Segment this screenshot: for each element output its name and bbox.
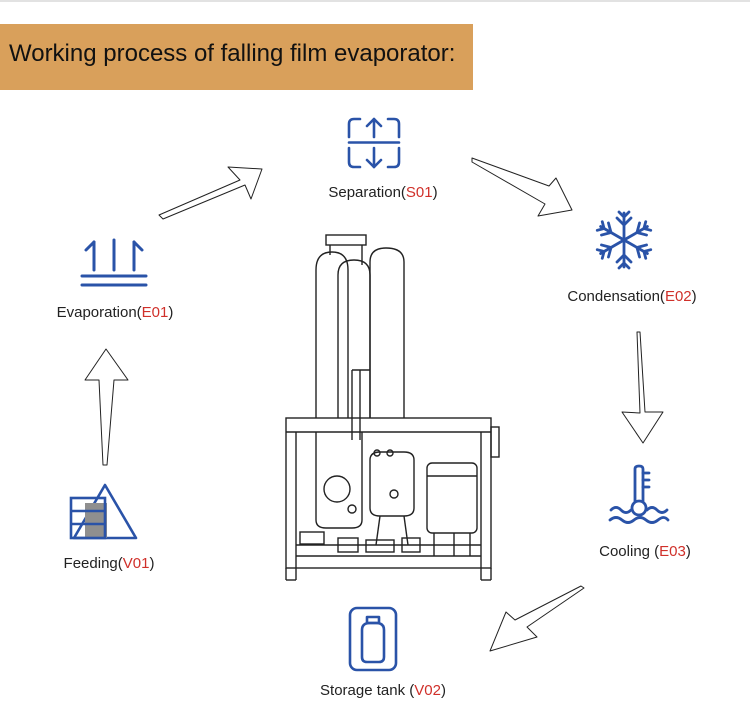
snowflake-icon bbox=[594, 210, 654, 270]
evaporator-machine-illustration bbox=[285, 234, 500, 581]
evaporation-icon bbox=[80, 238, 148, 287]
flow-arrow-cooling-to-storage bbox=[489, 585, 585, 652]
condensation-code: E02 bbox=[664, 288, 692, 305]
storage-tank-code: V02 bbox=[414, 682, 441, 699]
flow-arrow-separation-to-condensation bbox=[471, 157, 573, 217]
separation-label: Separation(S01) bbox=[328, 184, 438, 201]
feeding-code: V01 bbox=[122, 555, 150, 572]
title-banner: Working process of falling film evaporat… bbox=[0, 24, 473, 90]
feeding-icon bbox=[69, 483, 138, 540]
flow-arrow-evaporation-to-separation bbox=[158, 166, 263, 220]
flow-arrow-feeding-to-evaporation bbox=[84, 348, 129, 466]
condensation-label: Condensation(E02) bbox=[567, 288, 697, 305]
top-divider bbox=[0, 0, 750, 2]
separation-icon bbox=[347, 117, 401, 169]
evaporation-label: Evaporation(E01) bbox=[56, 304, 174, 321]
separation-code: S01 bbox=[405, 184, 433, 201]
storage-tank-label: Storage tank (V02) bbox=[320, 682, 446, 699]
storage-tank-icon bbox=[348, 606, 398, 672]
feeding-label: Feeding(V01) bbox=[63, 555, 155, 572]
cooling-code: E03 bbox=[659, 543, 686, 560]
cooling-label: Cooling (E03) bbox=[599, 543, 691, 560]
flow-arrow-condensation-to-cooling bbox=[621, 331, 664, 444]
page-title: Working process of falling film evaporat… bbox=[9, 40, 456, 67]
thermometer-water-icon bbox=[608, 464, 670, 524]
evaporation-code: E01 bbox=[141, 304, 169, 321]
